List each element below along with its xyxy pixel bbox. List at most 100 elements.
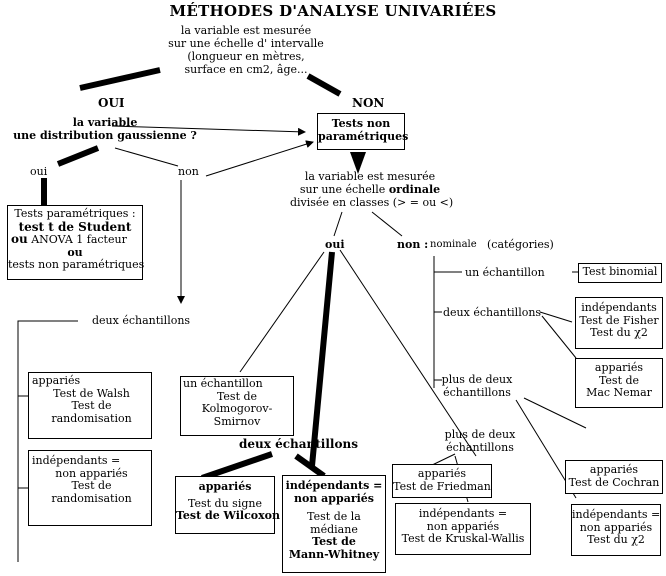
box-line: Test de Kruskal-Wallis bbox=[401, 532, 525, 545]
box-line: Test de bbox=[71, 399, 112, 412]
intro-line: (longueur en mètres, bbox=[187, 50, 305, 63]
box-line: Test de bbox=[216, 389, 258, 403]
connector-deux-indep bbox=[294, 453, 326, 479]
connector-intro-oui bbox=[79, 67, 161, 91]
kruskal-box: indépendants = non appariés Test de Krus… bbox=[395, 503, 531, 555]
bracket-deux-left bbox=[17, 320, 78, 562]
param-tests-box: Tests paramétriques : test t de Student … bbox=[7, 205, 145, 280]
un-echantillon-nominal: un échantillon bbox=[465, 266, 545, 279]
connector-gauss-oui bbox=[56, 145, 100, 167]
box-line: indépendants = bbox=[572, 508, 661, 521]
box-line: indépendants = bbox=[32, 454, 121, 467]
box-line: non appariés bbox=[55, 466, 128, 480]
box-line: indépendants = bbox=[285, 479, 383, 492]
box-line: Test du χ2 bbox=[590, 326, 648, 339]
connector-gauss-non bbox=[114, 147, 179, 167]
ordinal-text: la variable est mesurée sur une échelle … bbox=[290, 170, 454, 209]
box-line: appariés bbox=[589, 463, 639, 476]
connector-ordinal-non bbox=[371, 211, 403, 237]
oui-small-label: oui bbox=[30, 165, 48, 178]
apparies-left-box: appariés Test de Walsh Test de randomisa… bbox=[28, 372, 152, 439]
oui-ordinal-label: oui bbox=[325, 238, 345, 251]
box-line: Tests non bbox=[331, 117, 391, 130]
un-echantillon-ks-box: un échantillon Test de Kolmogorov- Smirn… bbox=[180, 376, 294, 436]
nonparam-box: Tests non paramétriques bbox=[317, 113, 409, 150]
arrow-gauss-nonparam bbox=[111, 125, 306, 136]
box-line: Test du χ2 bbox=[587, 533, 645, 546]
box-line: indépendants = bbox=[418, 507, 508, 520]
non-label: NON bbox=[352, 96, 385, 110]
box-line: non appariés bbox=[426, 519, 500, 533]
plus-deux-mid: plus de deux échantillons bbox=[430, 428, 530, 454]
gauss-line: la variable bbox=[72, 116, 138, 129]
deux-echantillons-mid: deux échantillons bbox=[239, 437, 358, 451]
chi2-indep-box: indépendants = non appariés Test du χ2 bbox=[571, 504, 661, 556]
intro-line: sur une échelle d' intervalle bbox=[168, 37, 324, 50]
box-line: Test de bbox=[71, 479, 112, 492]
param-ou: ou bbox=[11, 232, 28, 246]
box-line: Test de bbox=[598, 373, 640, 387]
connector-ordinal-oui bbox=[333, 211, 343, 237]
param-line-student: test t de Student bbox=[18, 219, 132, 234]
param-ou: ou bbox=[67, 245, 83, 259]
connector-deux-fisher bbox=[539, 311, 573, 323]
triangle-nonparam-down bbox=[350, 152, 366, 174]
friedman-box: appariés Test de Friedman bbox=[392, 464, 492, 498]
mcnemar-box: appariés Test de Mac Nemar bbox=[575, 358, 663, 408]
box-line: Mac Nemar bbox=[586, 386, 652, 399]
nominale-label: nominale bbox=[430, 239, 477, 250]
ordinal-line: la variable est mesurée bbox=[304, 170, 436, 183]
connector-oui-plus bbox=[339, 249, 477, 457]
plus-line: plus de deux bbox=[444, 428, 516, 441]
binomial-box: Test binomial bbox=[578, 263, 662, 283]
box-line: Smirnov bbox=[213, 414, 261, 428]
gauss-line: une distribution gaussienne ? bbox=[13, 129, 197, 142]
intro-text: la variable est mesurée sur une échelle … bbox=[146, 24, 346, 76]
box-line: appariés bbox=[198, 480, 252, 493]
connector-deux-apparies bbox=[201, 451, 273, 481]
intro-line: la variable est mesurée bbox=[180, 24, 312, 37]
box-line: randomisation bbox=[51, 491, 132, 505]
box-line: indépendants bbox=[581, 301, 657, 314]
apparies-wilcoxon-box: appariés Test du signe Test de Wilcoxon bbox=[175, 476, 280, 534]
indep-left-box: indépendants = non appariés Test de rand… bbox=[28, 450, 152, 526]
box-line: non appariés bbox=[294, 491, 374, 505]
param-line: Tests paramétriques : bbox=[14, 207, 136, 220]
box-line: appariés bbox=[417, 467, 467, 480]
fisher-chi2-box: indépendants Test de Fisher Test du χ2 bbox=[575, 297, 663, 349]
cochran-box: appariés Test de Cochran bbox=[565, 460, 663, 494]
box-line: appariés bbox=[594, 361, 644, 374]
box-line: Test de la bbox=[307, 510, 361, 523]
plus-line: échantillons bbox=[446, 441, 514, 454]
box-line: non appariés bbox=[579, 520, 653, 534]
oui-label: OUI bbox=[98, 96, 125, 110]
plus-line: échantillons bbox=[443, 386, 511, 399]
connector-deux-mcnemar bbox=[541, 315, 577, 359]
ordinal-keyword: ordinale bbox=[388, 183, 441, 196]
connector-plus-cochran bbox=[523, 397, 587, 429]
intro-line: surface en cm2, âge... bbox=[184, 63, 308, 76]
arrow-non-nonparam bbox=[205, 140, 314, 177]
box-line: Test de Friedman bbox=[393, 479, 491, 493]
non-ordinal-label: non : bbox=[397, 238, 429, 251]
diagram-title: MÉTHODES D'ANALYSE UNIVARIÉES bbox=[169, 2, 497, 20]
categories-label: (catégories) bbox=[487, 238, 554, 251]
box-line: Test de Cochran bbox=[568, 475, 660, 489]
box-line: Kolmogorov- bbox=[201, 402, 273, 415]
param-line: tests non paramétriques bbox=[8, 258, 145, 271]
box-line: randomisation bbox=[51, 411, 132, 425]
box-line: Test de bbox=[312, 535, 356, 548]
ordinal-line: sur une échelle bbox=[299, 183, 386, 196]
non-small-label: non bbox=[178, 165, 199, 178]
plus-deux-nominal: plus de deux échantillons bbox=[432, 373, 522, 399]
box-line: médiane bbox=[310, 522, 358, 536]
deux-echantillons-left: deux échantillons bbox=[92, 314, 191, 327]
box-line: Test du signe bbox=[188, 496, 262, 510]
box-line: Test binomial bbox=[582, 265, 658, 278]
connector-intro-non bbox=[306, 73, 342, 97]
ordinal-line: divisée en classes (> = ou <) bbox=[290, 196, 454, 209]
box-line: Test de Wilcoxon bbox=[176, 509, 280, 522]
box-line: paramétriques bbox=[318, 129, 409, 143]
gauss-question: la variable une distribution gaussienne … bbox=[10, 116, 200, 142]
